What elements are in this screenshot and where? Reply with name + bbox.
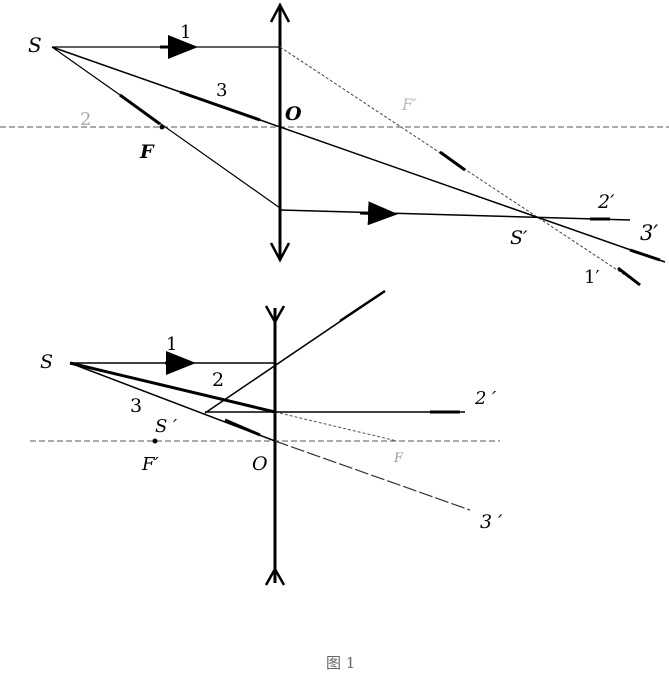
label-f: F	[139, 141, 155, 163]
label-ray-2: 2	[212, 369, 224, 391]
focus-point-f-prime	[152, 438, 158, 444]
lens-bottom-inverted-arrow-icon	[264, 566, 286, 586]
ray-3-refracted	[274, 440, 471, 511]
lens-top-inverted-arrow-icon	[264, 305, 286, 325]
label-ray-1-prime: 1′	[584, 267, 600, 288]
label-o: O	[285, 103, 302, 125]
ray-3	[51, 46, 666, 263]
label-ray-2-prime: 2 ′	[474, 388, 496, 409]
lens-bottom-arrow-icon	[269, 242, 291, 263]
ray-2-extension	[274, 411, 398, 442]
label-f-prime: F′	[401, 95, 417, 114]
top-diagram: S 1 3 2 O F F′ S′ 2′ 3′ 1′	[0, 2, 669, 288]
figure-caption: 图 1	[326, 654, 355, 672]
label-ray-2-prime: 2′	[597, 191, 615, 213]
ray-2	[69, 361, 276, 414]
label-ray-3: 3	[216, 80, 227, 101]
bottom-diagram: S 1 2 3 S ′ F′ O F 2 ′ 3 ′	[30, 289, 503, 586]
label-o: O	[252, 453, 268, 475]
lens-top-arrow-icon	[269, 2, 291, 23]
label-ray-3: 3	[130, 395, 142, 417]
focus-point-f	[159, 124, 165, 130]
label-ray-1: 1	[166, 334, 177, 355]
label-s-prime: S′	[510, 227, 528, 249]
label-ray-3-prime: 3 ′	[480, 511, 503, 533]
label-s: S	[28, 33, 42, 57]
ray-2	[51, 46, 281, 209]
ray-1-arrow-end	[617, 266, 641, 287]
label-s-prime: S ′	[155, 416, 177, 437]
label-ray-2: 2	[80, 109, 91, 130]
label-ray-1: 1	[180, 22, 191, 43]
label-s: S	[40, 351, 53, 373]
label-f-prime: F′	[141, 454, 159, 475]
label-ray-3-prime: 3′	[640, 221, 658, 245]
ray-1-arrow-out	[439, 150, 466, 172]
label-f: F	[393, 451, 404, 466]
ray-2-refracted	[279, 209, 631, 221]
